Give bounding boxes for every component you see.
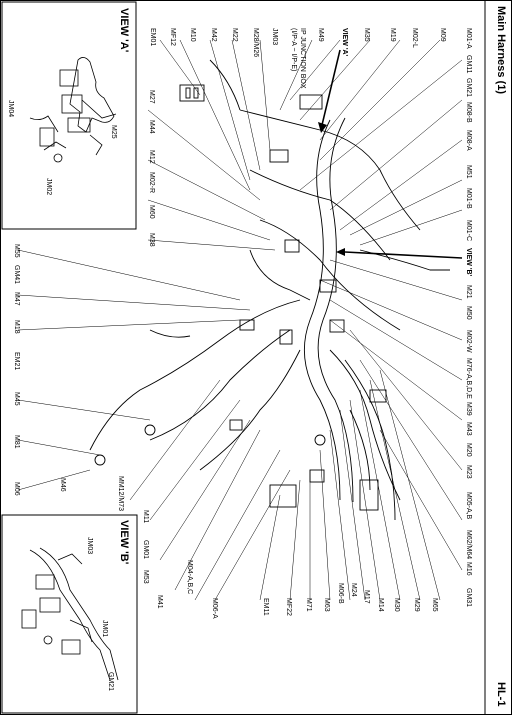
callout-m39: M39	[465, 402, 472, 416]
header-strip: Main Harness (1) HL-1	[485, 0, 512, 715]
callout-m27: M27	[148, 90, 155, 104]
callout-gm11: GM11	[465, 55, 472, 74]
callout-m42: M42	[210, 28, 217, 42]
callout-m02-r: M02-R	[148, 172, 155, 194]
label-jm01: JM01	[101, 620, 108, 638]
label-jm03: JM03	[86, 537, 93, 555]
callout-mf22: MF22	[285, 598, 292, 616]
callout-m55: M55	[13, 244, 20, 258]
callout-m12: M12	[148, 150, 155, 164]
callout-m35: M35	[363, 28, 370, 42]
callout-m38: M38	[148, 233, 155, 247]
callout-m20: M20	[465, 443, 472, 457]
callout-em01: EM01	[149, 28, 156, 47]
callout-em21: EM21	[13, 352, 20, 371]
callout-m06-a: M06-A	[211, 598, 218, 619]
callout-m23: M23	[465, 465, 472, 479]
page-id: HL-1	[495, 682, 507, 707]
callout-m04-abc: M04-A,B,C	[186, 560, 193, 595]
callout-m22: M22	[231, 28, 238, 42]
callout-m19: M19	[389, 28, 396, 42]
main-harness-drawing	[89, 59, 450, 521]
view-a-arrow	[318, 49, 341, 133]
callout-m21: M21	[465, 285, 472, 299]
view-a-drawing	[29, 57, 117, 163]
callout-m17: M17	[363, 590, 370, 604]
callout-m29: M29	[413, 598, 420, 612]
callout-m01-b: M01-B	[465, 188, 472, 209]
callout-jm03: JM03	[271, 28, 278, 46]
callout-m08-a: M08-A	[465, 130, 472, 151]
view-b-frame	[1, 514, 138, 714]
callout-m71: M71	[305, 598, 312, 612]
callout-em11: EM11	[262, 598, 269, 616]
callout-m53: M53	[142, 570, 149, 584]
callout-gm21: GM21	[465, 78, 472, 98]
callout-m47: M47	[13, 292, 20, 306]
callout-leaders	[17, 39, 463, 601]
callout-m81: M81	[13, 435, 20, 449]
callout-mm12-m73: MM12/M73	[117, 476, 124, 512]
callout-m01-c: M01-C	[465, 220, 472, 242]
callout-m08-b: M08-B	[465, 102, 472, 123]
callout-view-a: VIEW 'A'	[341, 28, 348, 57]
callout-m63: M63	[323, 598, 330, 612]
callout-gm41: GM41	[13, 265, 20, 285]
callout-m24: M24	[350, 583, 357, 597]
view-b-arrow	[336, 248, 463, 259]
callout-m43: M43	[465, 422, 472, 436]
view-a-title: VIEW 'A'	[118, 8, 130, 53]
view-b-drawing	[21, 547, 119, 681]
callout-mf12: MF12	[169, 28, 176, 46]
callout-m14: M14	[377, 598, 384, 612]
callout-m05-ab: M05-A,B	[465, 492, 472, 520]
callout-ip-range: (I/P-A ~ I/P-E)	[290, 28, 297, 72]
callout-m28-m26: M28/M26	[252, 28, 259, 58]
callout-m76: M76-A,B,D,E	[465, 358, 472, 399]
callout-gm31: GM31	[465, 588, 472, 608]
callout-m10: M10	[189, 28, 196, 42]
callout-m45: M45	[13, 392, 20, 406]
view-a-frame	[1, 1, 137, 230]
callout-m44: M44	[148, 120, 155, 134]
callout-m50: M50	[465, 306, 472, 320]
label-gm21-b: GM21	[107, 672, 114, 692]
callout-m49: M49	[317, 28, 324, 42]
callout-m41: M41	[156, 595, 163, 609]
callout-m62-m64: M62/M64	[465, 530, 472, 560]
view-b-title: VIEW 'B'	[118, 520, 130, 565]
callout-m06: M06	[13, 482, 20, 496]
label-m25: M25	[110, 125, 117, 139]
page-title: Main Harness (1)	[495, 6, 507, 95]
callout-m51: M51	[465, 165, 472, 179]
label-jm04: JM04	[7, 100, 14, 118]
callout-gm01: GM01	[142, 540, 149, 560]
callout-m16: M16	[465, 562, 472, 576]
callout-m60: M60	[148, 205, 155, 219]
callout-m01-a: M01-A	[465, 28, 472, 49]
callout-m02-w: M02-W	[465, 330, 472, 353]
callout-m30: M30	[393, 598, 400, 612]
label-jm02: JM02	[45, 178, 52, 196]
callout-m18: M18	[13, 320, 20, 334]
callout-m09: M09	[439, 28, 446, 42]
callout-m02-l: M02-L	[411, 28, 418, 48]
callout-view-b: VIEW 'B'	[465, 248, 472, 277]
callout-m11: M11	[142, 510, 149, 524]
callout-m65: M65	[431, 598, 438, 612]
callout-ip-junction-box: IP JUNCTION BOX	[299, 28, 306, 89]
callout-m06-b: M06-B	[337, 583, 344, 604]
callout-m46: M46	[59, 478, 66, 492]
